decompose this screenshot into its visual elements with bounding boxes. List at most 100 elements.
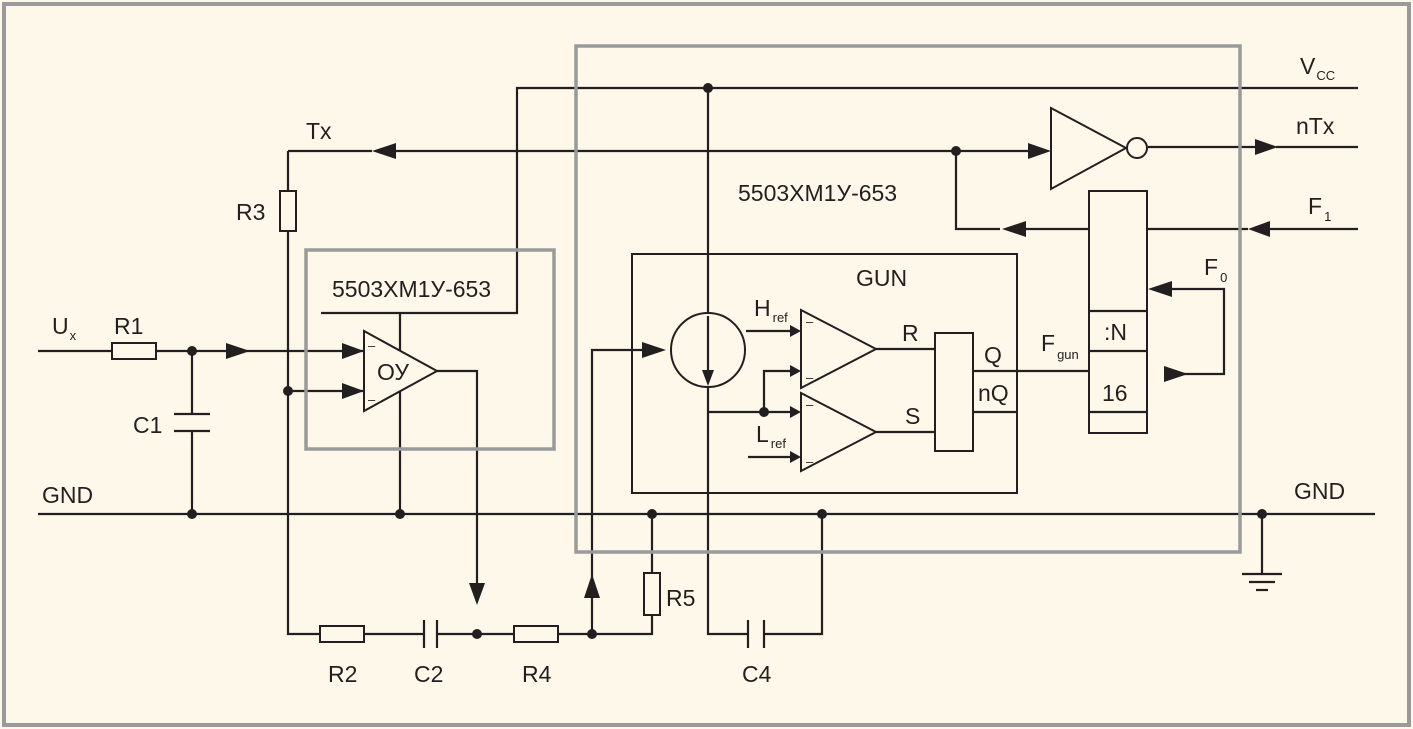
arrow-tx-out [372, 143, 396, 159]
comparator-lower-minus-top: – [806, 397, 814, 412]
pin-s: S [905, 403, 920, 429]
junction-dot [187, 346, 197, 356]
arrow-gun-in [642, 342, 666, 358]
fgun-main: F [1041, 330, 1055, 356]
arrow-lref [790, 451, 801, 463]
main-chip-label: 5503ХМ1У-653 [738, 180, 897, 206]
arrow-opamp-out-down [469, 583, 485, 605]
junction-dot [187, 509, 197, 519]
arrow-r4-up [584, 574, 600, 598]
divider-n-label: :N [1104, 319, 1127, 345]
ux-main: U [52, 313, 69, 339]
capacitor-c1 [174, 412, 210, 433]
href-sub: ref [773, 310, 789, 325]
f1-sub: 1 [1324, 209, 1331, 224]
label-r1: R1 [114, 313, 143, 339]
comparator-lower-minus-bottom: – [806, 454, 814, 469]
signal-gnd-left: GND [42, 482, 93, 508]
lref-sub: ref [771, 436, 787, 451]
gun-block-outline [631, 253, 1018, 494]
arrow-inverter-in [1028, 143, 1051, 159]
junction-dot [951, 146, 961, 156]
arrow-opamp-plus [342, 343, 364, 359]
label-c2: C2 [414, 661, 443, 687]
junction-dots [187, 83, 1267, 639]
href-main: H [754, 295, 771, 321]
signal-ntx: nTx [1296, 113, 1335, 139]
arrow-f1-in [1248, 221, 1270, 237]
capacitor-c2 [422, 620, 439, 648]
arrow-ntx-out [1255, 139, 1278, 155]
junction-dot [703, 83, 713, 93]
f1-main: F [1308, 193, 1322, 219]
rs-latch [934, 332, 974, 452]
pin-nq: nQ [978, 380, 1009, 406]
label-c4: C4 [742, 661, 772, 687]
junction-dot [283, 386, 293, 396]
signal-arrows [226, 139, 1278, 605]
resistor-r4 [513, 625, 559, 643]
arrow-href [790, 325, 801, 337]
junction-dot [817, 509, 827, 519]
opamp-chip-label: 5503ХМ1У-653 [332, 276, 491, 302]
junction-dot [395, 509, 405, 519]
junction-dot [647, 509, 657, 519]
junction-dot [587, 629, 597, 639]
resistor-r1 [111, 342, 157, 360]
signal-vcc: VCC [1300, 53, 1335, 83]
arrow-f1-to-tx [1002, 221, 1026, 237]
comparator-lower [800, 391, 879, 473]
divider-value-label: 16 [1102, 380, 1128, 406]
inverter-symbol [1050, 106, 1129, 191]
current-source-arrow [702, 370, 714, 386]
f0-sub: 0 [1220, 270, 1227, 285]
resistor-r3 [279, 190, 297, 232]
signal-tx: Tx [306, 118, 332, 144]
junction-dot [1257, 509, 1267, 519]
resistor-r2 [319, 625, 365, 643]
junction-dot [759, 407, 769, 417]
opamp-label: ОУ [377, 359, 409, 385]
opamp-minus-bottom: – [368, 392, 376, 407]
signal-ux: Ux [52, 313, 77, 343]
vcc-main: V [1300, 53, 1316, 79]
wires [38, 86, 1375, 636]
junction-dot [472, 629, 482, 639]
arrow-opamp-minus [342, 383, 364, 399]
opamp-chip-outline [304, 248, 556, 451]
label-r3: R3 [236, 199, 265, 225]
opamp-symbol [363, 329, 440, 413]
arrow-lref-feedback [790, 365, 801, 377]
arrow-divider-out [1164, 366, 1188, 382]
comparator-upper [800, 308, 879, 390]
resistor-r5 [643, 572, 661, 616]
vcc-sub: CC [1316, 68, 1335, 83]
fgun-sub: gun [1057, 347, 1079, 362]
arrow-f0-in [1148, 281, 1172, 297]
inverter-bubble [1126, 137, 1148, 159]
arrow-lower-plus [790, 406, 801, 418]
main-chip-outline [574, 44, 1242, 554]
opamp-minus-top: – [368, 338, 376, 353]
label-r4: R4 [522, 661, 552, 687]
pin-r: R [902, 320, 919, 346]
capacitor-c4 [746, 620, 766, 648]
ux-sub: x [70, 328, 77, 343]
lref-main: L [756, 421, 769, 447]
ground-symbol [1242, 572, 1282, 592]
label-r2: R2 [328, 661, 357, 687]
f0-main: F [1204, 254, 1218, 280]
pin-q: Q [984, 342, 1002, 368]
signal-gnd-right: GND [1294, 478, 1345, 504]
comparator-upper-minus-bottom: – [806, 370, 814, 385]
label-r5: R5 [666, 585, 695, 611]
comparator-upper-minus-top: – [806, 314, 814, 329]
gun-label: GUN [856, 265, 907, 291]
